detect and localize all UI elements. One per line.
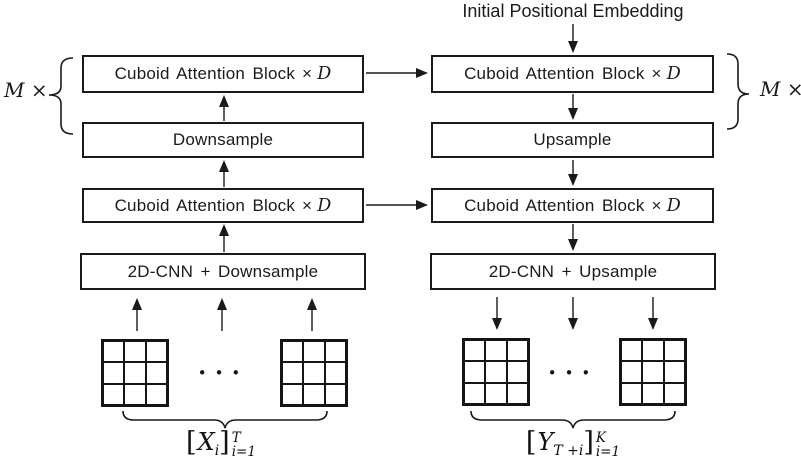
grid-cell <box>621 361 643 383</box>
depth-symbol: D <box>317 64 332 84</box>
grid-cell <box>663 340 685 362</box>
block-label: Cuboid Attention Block <box>464 195 645 215</box>
grid-cell <box>324 341 346 363</box>
output-sequence-label: [ Y T +i ] K i=1 <box>493 427 653 461</box>
decoder-cuboid-attention-block-top: Cuboid Attention Block × D <box>431 55 714 93</box>
input-frame-grid-last <box>280 339 348 407</box>
input-symbol-subscript: i <box>214 443 220 459</box>
brace-left <box>48 57 74 135</box>
script-stack: K i=1 <box>595 430 621 461</box>
depth-symbol: D <box>317 195 332 216</box>
grid-cell <box>642 361 664 383</box>
grid-cell <box>621 340 643 362</box>
block-label: Cuboid Attention Block <box>114 64 296 83</box>
subscript: i=1 <box>595 444 621 461</box>
bracket-open: [ <box>525 427 537 458</box>
encoder-cuboid-attention-block-bottom: Cuboid Attention Block × D <box>82 188 364 223</box>
grid-cell <box>145 383 167 405</box>
bracket-open: [ <box>186 427 197 458</box>
block-label: Cuboid Attention Block <box>114 195 296 215</box>
times-symbol: × <box>302 64 313 83</box>
brace-right <box>726 53 750 130</box>
grid-cell <box>303 383 325 405</box>
times-symbol: × <box>651 64 662 83</box>
encoder-downsample-box: Downsample <box>82 122 364 158</box>
grid-cell <box>124 362 146 384</box>
depth-symbol: D <box>666 64 681 84</box>
m-times-label-right: M × <box>760 77 801 101</box>
grid-cell <box>282 383 304 405</box>
output-ellipsis: ••• <box>547 364 599 382</box>
grid-cell <box>642 340 664 362</box>
grid-cell <box>621 382 643 404</box>
output-frame-grid-first <box>462 338 530 406</box>
superscript: K <box>595 430 606 446</box>
depth-symbol: D <box>666 195 681 216</box>
grid-cell <box>464 382 486 404</box>
grid-cell <box>642 382 664 404</box>
block-label: 2D-CNN + Downsample <box>127 261 319 281</box>
grid-cell <box>282 341 304 363</box>
underbrace-output <box>470 410 676 429</box>
grid-cell <box>103 362 125 384</box>
encoder-cnn-downsample-box: 2D-CNN + Downsample <box>80 253 366 290</box>
initial-positional-embedding-label: Initial Positional Embedding <box>462 1 684 21</box>
superscript: T <box>231 430 241 446</box>
grid-cell <box>464 361 486 383</box>
grid-cell <box>485 361 507 383</box>
grid-cell <box>145 362 167 384</box>
times-symbol: × <box>651 195 662 215</box>
decoder-cnn-upsample-box: 2D-CNN + Upsample <box>430 253 716 290</box>
output-frame-grid-last <box>619 338 687 406</box>
grid-cell <box>303 341 325 363</box>
grid-cell <box>506 361 528 383</box>
grid-cell <box>663 361 685 383</box>
block-label: Downsample <box>172 130 274 149</box>
grid-cell <box>124 341 146 363</box>
input-ellipsis: ••• <box>197 364 249 382</box>
grid-cell <box>324 362 346 384</box>
input-symbol: X <box>197 428 215 456</box>
grid-cell <box>663 382 685 404</box>
grid-cell <box>124 383 146 405</box>
output-symbol: Y <box>537 428 554 456</box>
times-symbol: × <box>302 195 313 215</box>
output-symbol-subscript: T +i <box>553 443 584 459</box>
bracket-close: ] <box>583 427 594 458</box>
grid-cell <box>282 362 304 384</box>
input-sequence-label: [ X i ] T i=1 <box>141 427 301 461</box>
decoder-upsample-box: Upsample <box>431 122 714 158</box>
m-times-label-left: M × <box>4 78 48 102</box>
grid-cell <box>303 362 325 384</box>
subscript: i=1 <box>231 444 256 461</box>
grid-cell <box>324 383 346 405</box>
block-label: 2D-CNN + Upsample <box>488 261 658 281</box>
block-label: Upsample <box>533 130 612 149</box>
grid-cell <box>103 383 125 405</box>
decoder-cuboid-attention-block-bottom: Cuboid Attention Block × D <box>431 188 714 223</box>
underbrace-input <box>122 410 328 429</box>
grid-cell <box>485 340 507 362</box>
input-frame-grid-first <box>101 339 169 407</box>
grid-cell <box>485 382 507 404</box>
grid-cell <box>506 340 528 362</box>
bracket-close: ] <box>219 427 230 458</box>
grid-cell <box>506 382 528 404</box>
grid-cell <box>103 341 125 363</box>
grid-cell <box>464 340 486 362</box>
block-label: Cuboid Attention Block <box>464 64 645 83</box>
encoder-cuboid-attention-block-top: Cuboid Attention Block × D <box>82 55 364 93</box>
grid-cell <box>145 341 167 363</box>
script-stack: T i=1 <box>231 430 256 461</box>
